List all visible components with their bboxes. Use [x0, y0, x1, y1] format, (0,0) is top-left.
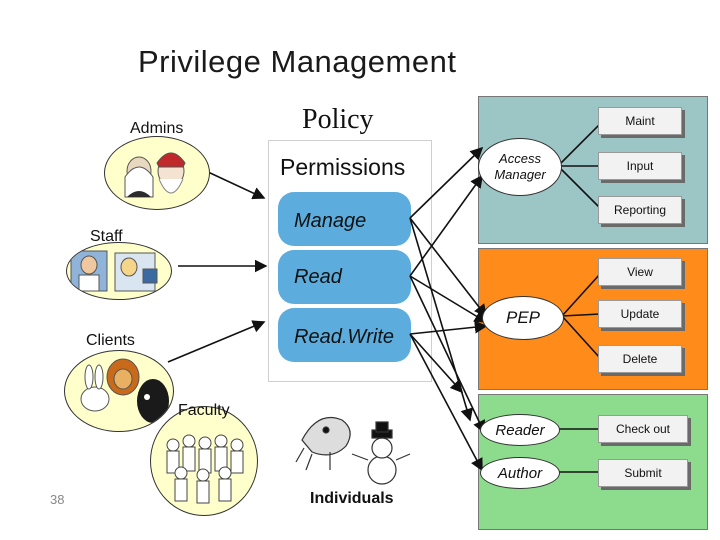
permissions-label: Permissions	[280, 154, 406, 180]
pep-node: PEP	[482, 296, 564, 340]
op-readwrite-box	[278, 308, 411, 362]
staff-circle	[66, 242, 172, 300]
page-number: 38	[50, 492, 65, 507]
view-button[interactable]: View	[598, 258, 682, 286]
faculty-label: Faculty	[178, 402, 230, 419]
op-readwrite-label: Read.Write	[294, 326, 395, 348]
individuals-label: Individuals	[310, 490, 394, 507]
access-manager-node: Access Manager	[478, 138, 562, 196]
admins-circle	[104, 136, 210, 210]
reader-node: Reader	[480, 414, 560, 446]
check-out-button[interactable]: Check out	[598, 415, 688, 443]
clients-circle	[64, 350, 174, 432]
input-button[interactable]: Input	[598, 152, 682, 180]
clients-animals-icon	[80, 358, 169, 423]
page-title: Privilege Management	[138, 44, 457, 79]
op-manage-label: Manage	[294, 210, 367, 232]
op-read-label: Read	[294, 266, 342, 288]
policy-title: Policy	[302, 104, 374, 135]
pep-label: PEP	[505, 308, 541, 327]
update-button[interactable]: Update	[598, 300, 682, 328]
author-node: Author	[480, 457, 560, 489]
staff-label: Staff	[90, 228, 123, 245]
faculty-group-icon	[166, 434, 244, 504]
access-manager-label: Access Manager	[494, 151, 546, 182]
author-label: Author	[497, 464, 543, 482]
staff-people-icon	[70, 250, 158, 292]
admin-portraits-icon	[124, 152, 186, 198]
reader-label: Reader	[495, 421, 545, 439]
op-manage-box	[278, 192, 411, 246]
submit-button[interactable]: Submit	[598, 459, 688, 487]
delete-button[interactable]: Delete	[598, 345, 682, 373]
faculty-circle	[150, 406, 258, 516]
maint-button[interactable]: Maint	[598, 107, 682, 135]
clients-label: Clients	[86, 332, 135, 349]
admins-label: Admins	[130, 120, 184, 137]
op-read-box	[278, 250, 411, 304]
reporting-button[interactable]: Reporting	[598, 196, 682, 224]
